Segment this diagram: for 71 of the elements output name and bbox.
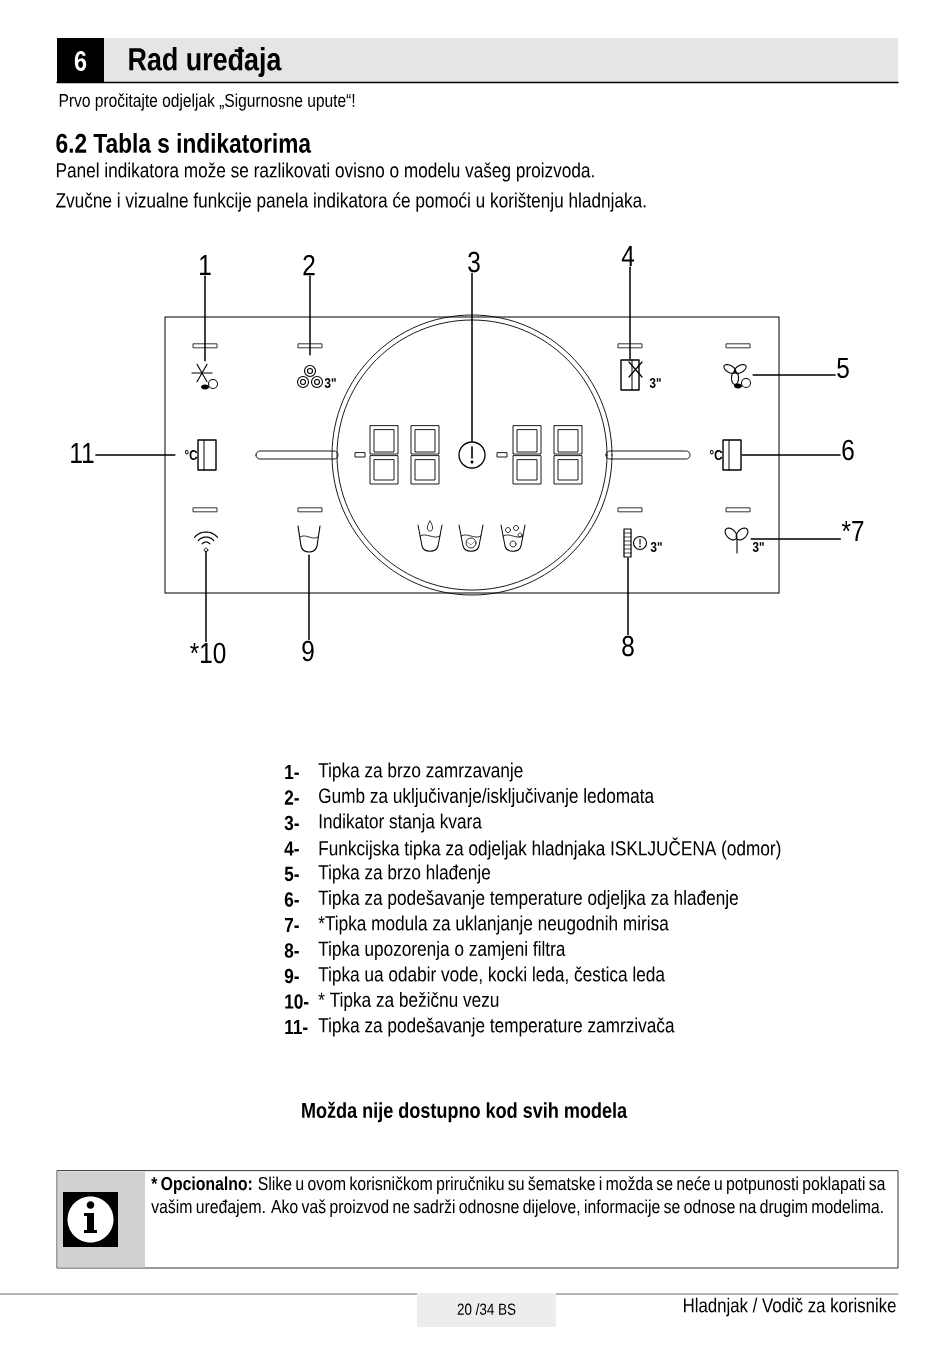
icon-caption: 3" <box>752 542 764 552</box>
list-number: 11- <box>285 1019 308 1035</box>
ice-cubes-icon <box>296 364 324 389</box>
leader-line <box>741 454 841 456</box>
list-item: * Tipka za bežičnu vezu <box>318 991 499 1012</box>
list-number: 4- <box>284 841 299 856</box>
callout-number: 8 <box>622 635 634 657</box>
leader-line <box>750 538 842 540</box>
icon-caption: °C <box>184 450 198 460</box>
list-number: 1- <box>285 764 299 780</box>
callout-number: 4 <box>621 246 635 266</box>
callout-number: 9 <box>302 640 314 662</box>
filter-icon <box>623 528 648 558</box>
chapter-number: 6 <box>57 38 104 82</box>
icon-caption: 3" <box>650 542 662 552</box>
callout-number: 5 <box>837 357 849 379</box>
leader-line <box>629 266 631 360</box>
icon-caption: 3" <box>324 378 336 388</box>
list-number: 3- <box>284 815 299 831</box>
footnote: Možda nije dostupno kod svih modela <box>302 1101 628 1123</box>
wifi-icon <box>193 531 219 553</box>
page-number: 20 /34 BS <box>417 1293 556 1327</box>
list-item: Tipka za brzo zamrzavanje <box>318 762 523 782</box>
title: Rad uređaja <box>129 47 282 77</box>
list-item: Tipka za podešavanje temperature zamrzivača <box>318 1017 675 1037</box>
list-number: 6- <box>284 892 299 907</box>
callout-number: *10 <box>190 642 226 664</box>
section-heading: 6.2 Tabla s indikatorima <box>56 133 312 153</box>
icon-caption: °C <box>709 450 723 460</box>
list-number: 9- <box>284 968 299 984</box>
paragraph: Zvučne i vizualne funkcije panela indikatora će pomoći u korištenju hladnjaka. <box>56 192 646 212</box>
list-number: 10- <box>285 994 309 1009</box>
leader-line <box>752 374 836 376</box>
paragraph: Panel indikatora može se razlikovati ovisno o modelu vašeg proizvoda. <box>56 162 594 182</box>
door-icon <box>620 359 643 391</box>
leaf-icon <box>724 527 749 554</box>
leader-line <box>308 554 310 641</box>
leader-line <box>95 454 176 456</box>
warning-icon <box>458 441 486 469</box>
list-item: Tipka za brzo hlađenje <box>318 864 490 884</box>
list-item: Tipka ua odabir vode, kocki leda, čestica leda <box>318 966 665 986</box>
note-box: * Opcionalno: Slike u ovom korisničkom priručniku su šematske i možda se neće u potpunosti poklapati sa vašim uređajem. Ako vaš proizvod ne sadrži odnosne dijelove, informacije se odnose na drugim modelima. <box>56 1170 899 1269</box>
footer-text: Hladnjak / Vodič za korisnike <box>684 1297 896 1317</box>
snowflake-icon <box>191 363 218 390</box>
cup-icon <box>297 525 321 553</box>
fan-icon <box>723 364 751 389</box>
list-number: 2- <box>284 790 299 805</box>
list-item: Indikator stanja kvara <box>319 813 482 833</box>
leader-line <box>309 275 311 356</box>
list-item: Gumb za uključivanje/isključivanje ledomata <box>319 787 655 808</box>
callout-number: 6 <box>842 439 854 461</box>
leader-line <box>205 550 207 643</box>
list-item: Funkcijska tipka za odjeljak hladnjaka ISKLJUČENA (odmor) <box>319 837 781 860</box>
list-item: Tipka za podešavanje temperature odjeljka za hlađenje <box>318 889 738 910</box>
list-number: 8- <box>284 943 299 958</box>
list-item: Tipka upozorenja o zamjeni filtra <box>318 940 566 961</box>
leader-line <box>627 557 629 636</box>
callout-number: 3 <box>468 251 480 273</box>
list-number: 7- <box>284 917 299 933</box>
icon-caption: 3" <box>649 378 661 388</box>
callout-number: 2 <box>303 254 315 276</box>
callout-number: *7 <box>841 521 864 541</box>
leader-line <box>471 272 473 442</box>
note-text: Prvo pročitajte odjeljak „Sigurnosne upute“! <box>59 93 355 111</box>
leader-line <box>204 275 206 362</box>
door-icon <box>197 439 217 471</box>
list-number: 5- <box>284 866 299 882</box>
list-item: *Tipka modula za uklanjanje neugodnih mirisa <box>318 915 669 935</box>
door-icon <box>722 439 742 471</box>
callout-number: 1 <box>200 255 211 275</box>
callout-number: 11 <box>71 443 94 463</box>
